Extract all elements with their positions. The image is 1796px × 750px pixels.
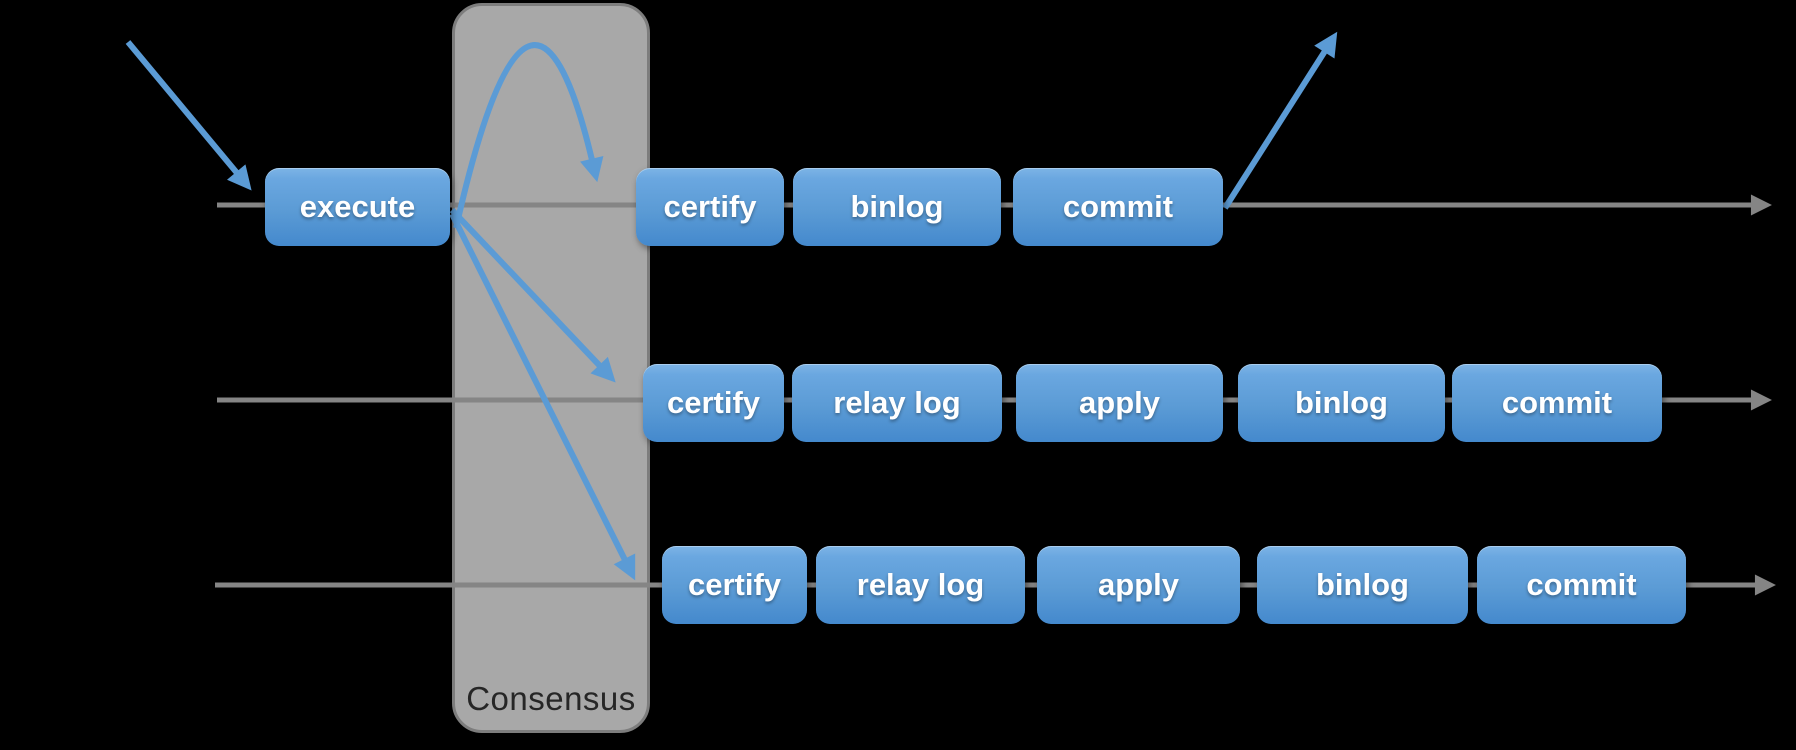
row2-certify-box: certify <box>643 364 784 442</box>
consensus-broadcast-arrow-member2 <box>449 207 616 383</box>
row2-binlog-box: binlog <box>1238 364 1445 442</box>
client-response-arrow <box>1222 31 1338 210</box>
incoming-transaction-arrow <box>125 40 252 191</box>
consensus-broadcast-arrow-member3 <box>449 212 636 581</box>
consensus-arc-arrow-self <box>453 42 604 229</box>
row2-commit-box: commit <box>1452 364 1662 442</box>
row1-execute-box: execute <box>265 168 450 246</box>
consensus-label: Consensus <box>466 680 636 717</box>
row3-certify-box: certify <box>662 546 807 624</box>
row3-relay-log-box: relay log <box>816 546 1025 624</box>
row1-commit-box: commit <box>1013 168 1223 246</box>
row3-apply-box: apply <box>1037 546 1240 624</box>
row1-binlog-box: binlog <box>793 168 1001 246</box>
row2-apply-box: apply <box>1016 364 1223 442</box>
row3-commit-box: commit <box>1477 546 1686 624</box>
row3-binlog-box: binlog <box>1257 546 1468 624</box>
row2-relay-log-box: relay log <box>792 364 1002 442</box>
row1-certify-box: certify <box>636 168 784 246</box>
